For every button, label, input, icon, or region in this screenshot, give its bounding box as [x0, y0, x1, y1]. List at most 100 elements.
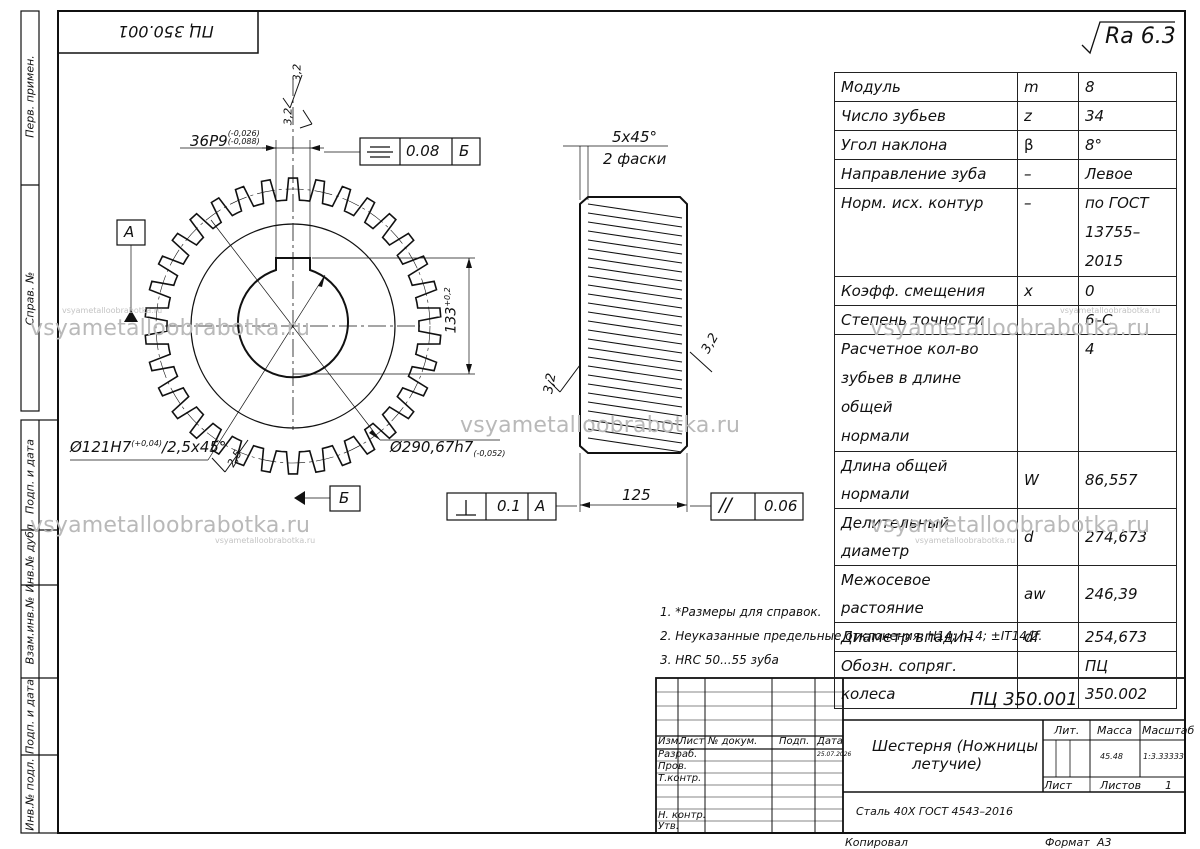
note-2: 2. Неуказанные предельные отклонения: H1…: [660, 629, 1043, 643]
mirrored-stamp: ПЦ 350.001: [118, 22, 214, 41]
param-value: 8°: [1078, 130, 1177, 160]
helix-line: [587, 437, 683, 453]
helix-line: [587, 230, 683, 246]
param-value: 254,673: [1078, 622, 1177, 652]
sheets-label: Листов: [1100, 779, 1142, 792]
watermark-small: vsyametalloobrabotka.ru: [215, 536, 316, 545]
param-symbol: m: [1017, 72, 1079, 102]
keyway-dimension: 36P9(-0,026)(-0,088): [190, 130, 260, 151]
param-name: Модуль: [834, 72, 1018, 102]
col-data: Дата: [817, 736, 843, 747]
watermark-text: vsyametalloobrabotka.ru: [30, 513, 311, 538]
table-row: Направление зуба–Левое: [834, 159, 1177, 189]
watermark-text: vsyametalloobrabotka.ru: [870, 316, 1151, 341]
format-value: А3: [1097, 836, 1112, 849]
roughness-mark: Ra 6.3: [1105, 24, 1176, 49]
symmetry-tolerance-value: 0.08: [406, 142, 440, 160]
row-razrab: Разраб.: [658, 749, 698, 760]
helix-line: [587, 338, 683, 354]
param-value: 4: [1078, 334, 1177, 452]
chamfer-dimension: 5x45°: [612, 128, 658, 146]
param-symbol: x: [1017, 276, 1079, 306]
param-value-line: по ГОСТ: [1085, 194, 1149, 212]
keyway-lower-tol: (-0,088): [227, 137, 260, 146]
helix-line: [587, 284, 683, 300]
param-name: Норм. исх. контур: [834, 188, 1018, 277]
param-symbol: –: [1017, 188, 1079, 277]
side-label-vzam-inv: Взам.инв.№: [23, 596, 37, 665]
helix-line: [587, 347, 683, 363]
massa-label: Масса: [1097, 724, 1133, 737]
height-dim-text: 133: [443, 306, 460, 334]
param-symbol: [1017, 651, 1079, 709]
outer-dim-tol: (-0,052): [473, 449, 506, 458]
helix-line: [587, 203, 683, 219]
param-value: 246,39: [1078, 565, 1177, 623]
col-podp: Подп.: [779, 736, 810, 747]
datum-b-label: Б: [339, 489, 350, 507]
helix-line: [587, 329, 683, 345]
helix-line: [587, 212, 683, 228]
watermark-text: vsyametalloobrabotka.ru: [30, 316, 311, 341]
param-name-line: зубьев в длине общей: [841, 369, 962, 416]
param-name: Угол наклона: [834, 130, 1018, 160]
param-name: Длина общей нормали: [834, 451, 1018, 509]
param-name: Коэфф. смещения: [834, 276, 1018, 306]
param-value: 8: [1078, 72, 1177, 102]
keyway-roughness-top: 3,2: [290, 63, 304, 82]
param-name: Расчетное кол-во зубьев в длине общей норм…: [834, 334, 1018, 452]
row-date: 25.07.2026: [817, 751, 852, 758]
perpendicularity-value: 0.1: [497, 497, 521, 515]
row-utv: Утв.: [658, 821, 679, 832]
helix-line: [587, 374, 683, 390]
height-dimension: 133+0,2: [443, 287, 460, 333]
param-symbol: W: [1017, 451, 1079, 509]
helix-line: [587, 410, 683, 426]
helix-line: [587, 239, 683, 255]
note-1: 1. *Размеры для справок.: [660, 605, 822, 619]
row-prov: Пров.: [658, 761, 688, 772]
side-label-inv-podl: Инв.№ подл.: [23, 758, 37, 831]
watermark-small: vsyametalloobrabotka.ru: [1060, 306, 1161, 315]
height-dim-tol: +0,2: [442, 287, 452, 307]
helix-line: [587, 401, 683, 417]
param-name: Обозн. сопряг. колеса: [834, 651, 1018, 709]
helix-line: [587, 275, 683, 291]
helix-line: [587, 293, 683, 309]
helix-line: [587, 266, 683, 282]
row-tkontr: Т.контр.: [658, 773, 702, 784]
param-value: 6–С: [1078, 305, 1177, 335]
lit-label: Лит.: [1054, 724, 1080, 737]
massa-value: 45.48: [1100, 752, 1123, 761]
param-value: 0: [1078, 276, 1177, 306]
helix-line: [587, 248, 683, 264]
param-symbol: β: [1017, 130, 1079, 160]
sheets-value: 1: [1165, 779, 1172, 792]
outer-dim-text: Ø290,67h7: [390, 438, 474, 456]
title-name-line1: Шестерня (Ножницы: [872, 737, 1039, 755]
param-symbol: –: [1017, 159, 1079, 189]
helix-line: [587, 365, 683, 381]
keyway-dim-text: 36P9: [190, 132, 228, 150]
bore-diameter: Ø121H7(+0,04)/2,5x45°: [70, 438, 226, 456]
bore-dim-tol: (+0,04): [131, 439, 163, 448]
note-3: 3. HRC 50...55 зуба: [660, 653, 779, 667]
param-symbol: aw: [1017, 565, 1079, 623]
param-name: Межосевое растояние: [834, 565, 1018, 623]
param-name-line: Расчетное кол-во: [841, 340, 979, 358]
title-designation: ПЦ 350.001: [970, 689, 1078, 710]
param-name-line: нормали: [841, 427, 910, 445]
helix-line: [587, 428, 683, 444]
width-dimension: 125: [622, 486, 651, 504]
keyway-roughness-side: 3,2: [281, 107, 295, 126]
helix-line: [587, 257, 683, 273]
